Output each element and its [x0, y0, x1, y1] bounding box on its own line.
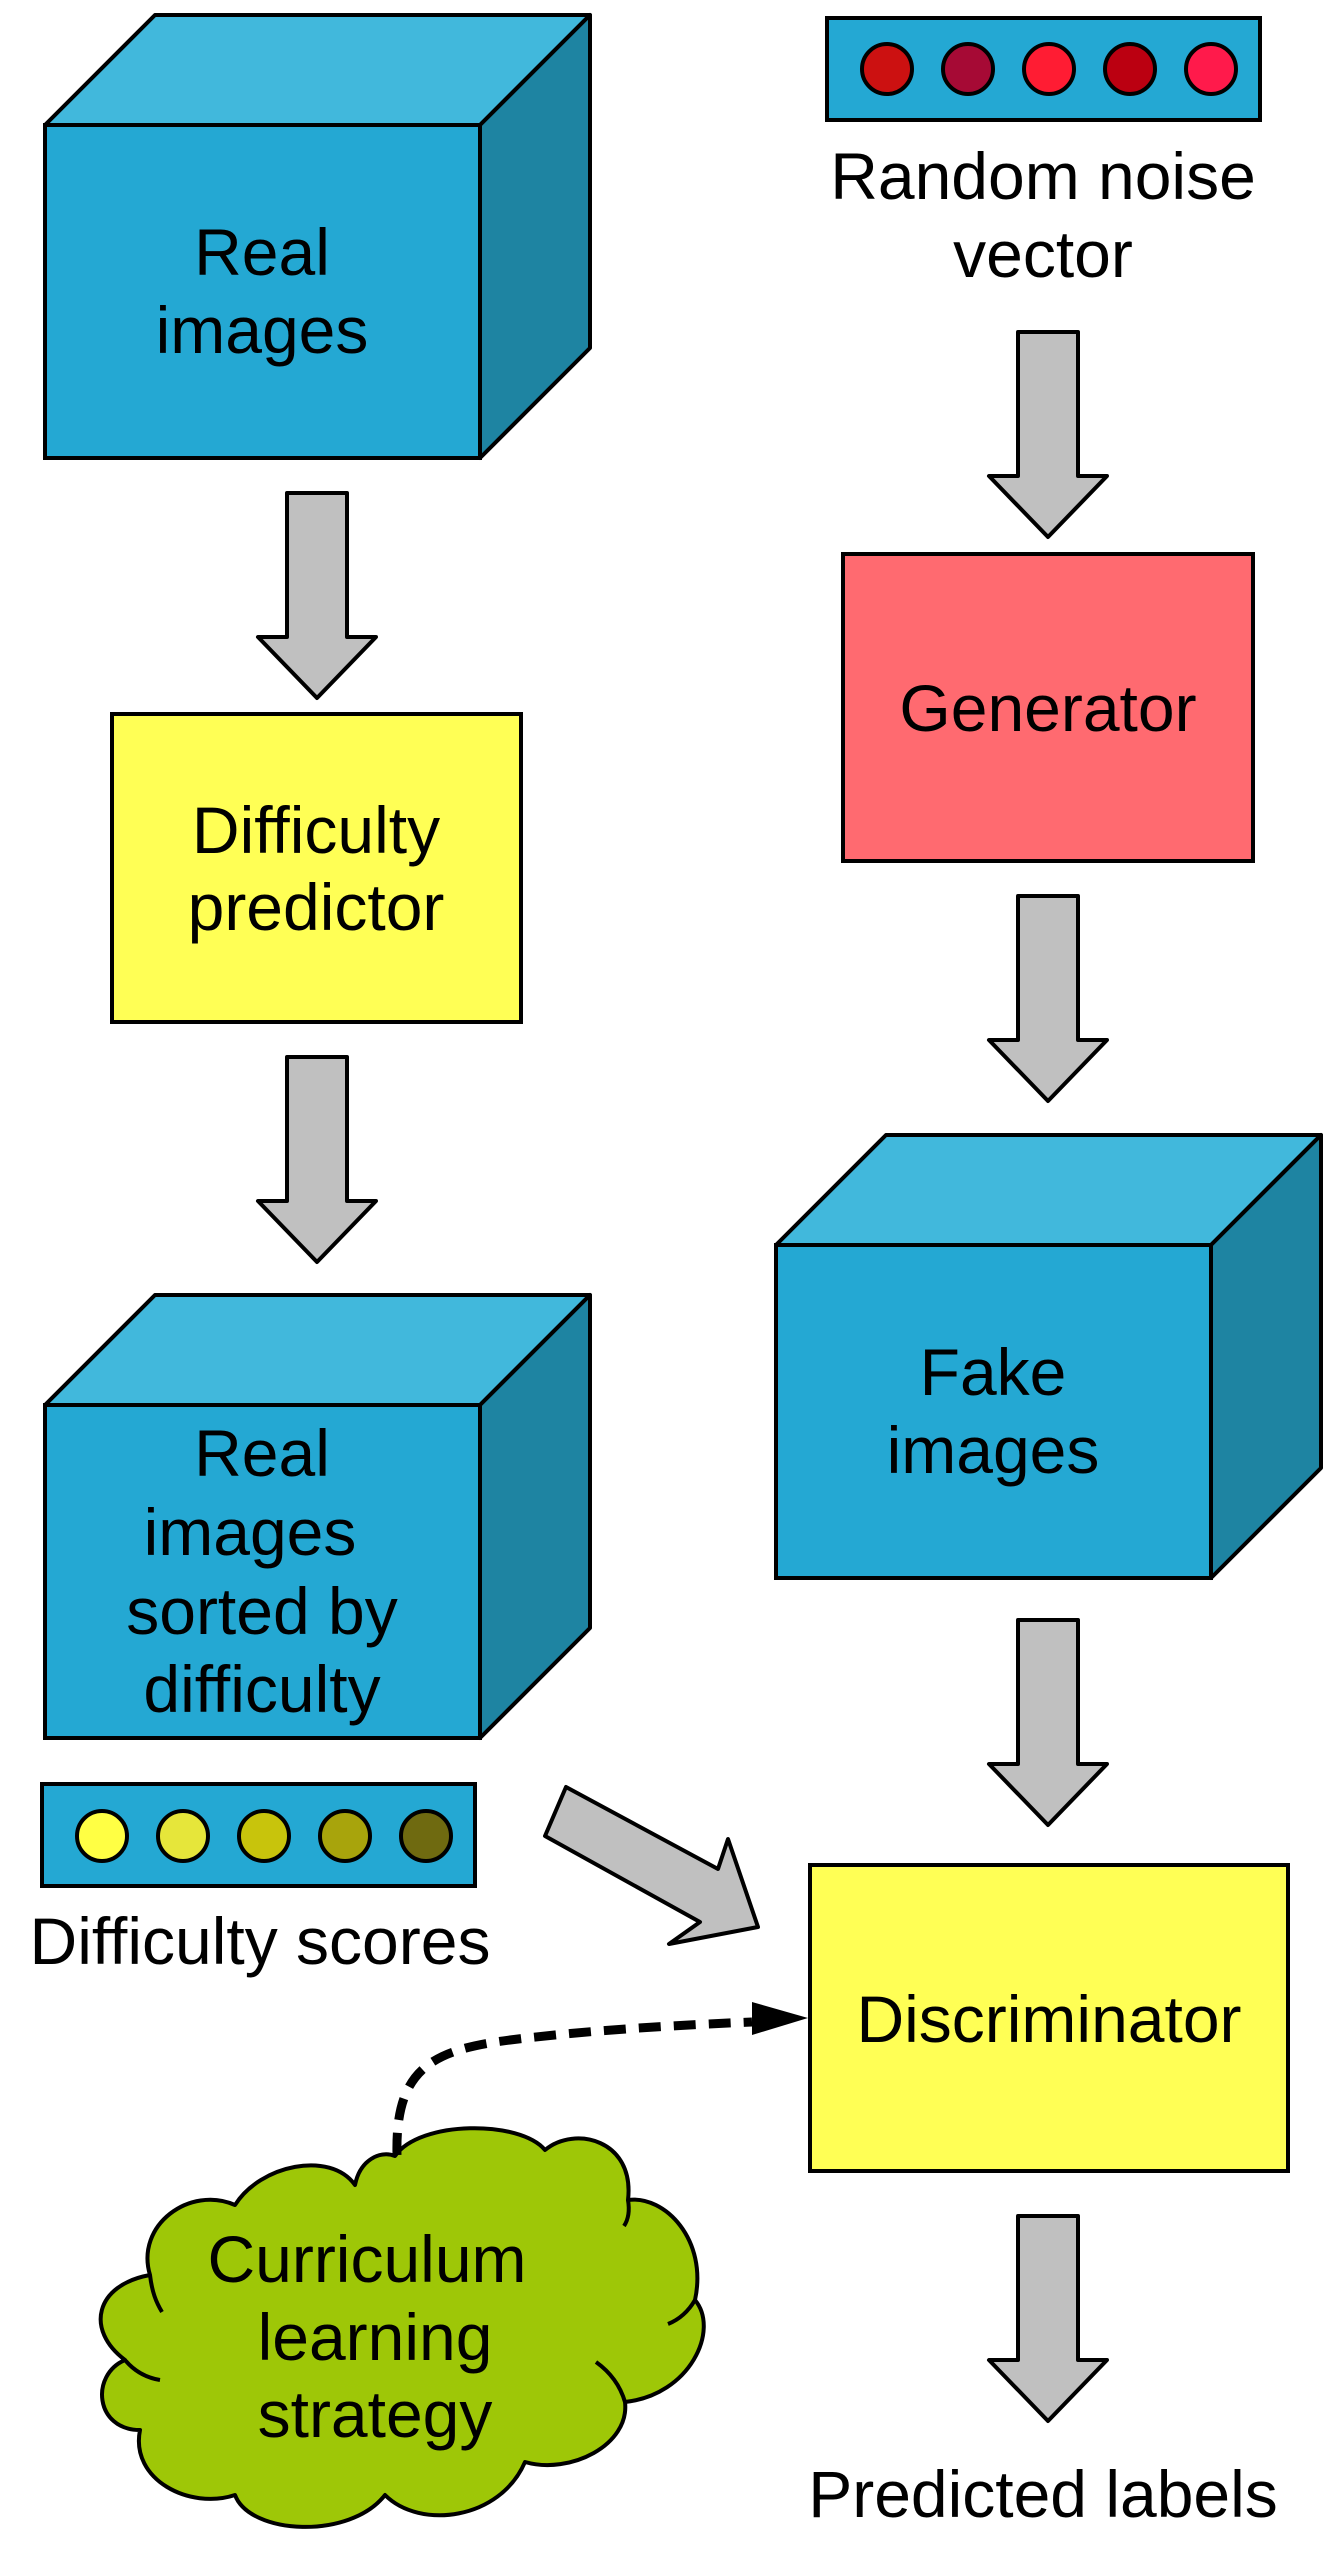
score-dot: [75, 1809, 129, 1863]
cloud-inner-fold: [123, 2358, 161, 2382]
sorted-images-label-1: Real: [194, 1416, 330, 1490]
noise-dot: [1022, 42, 1076, 96]
noise-dot: [860, 42, 914, 96]
difficulty-scores-label: Difficulty scores: [30, 1904, 491, 1978]
arrow-fake-to-discriminator: [987, 1618, 1109, 1827]
noise-vector-label-1: Random noise: [830, 139, 1256, 213]
noise-dot: [1184, 42, 1238, 96]
dashed-arrow-curriculum-to-discriminator: [392, 2017, 753, 2156]
cloud-inner-fold: [667, 2298, 697, 2326]
fake-images-label-2: images: [887, 1413, 1100, 1487]
real-images-cube: Real images: [43, 13, 592, 460]
difficulty-predictor-box: Difficulty predictor: [110, 712, 523, 1024]
predicted-labels-label: Predicted labels: [808, 2457, 1278, 2531]
curriculum-label-1: Curriculum: [207, 2222, 526, 2296]
difficulty-predictor-label-2: predictor: [188, 870, 445, 944]
difficulty-scores-vector: Difficulty scores: [30, 1782, 491, 1978]
arrow-noise-to-generator: [987, 330, 1109, 539]
arrow-real-to-predictor: [256, 491, 378, 700]
curriculum-label-2: learning: [258, 2300, 493, 2374]
sorted-images-label-2: images: [144, 1495, 357, 1569]
generator-box: Generator: [841, 552, 1255, 863]
cube-front-face: [774, 1243, 1213, 1580]
cloud-inner-fold: [594, 2360, 627, 2403]
curriculum-strategy-cloud: Curriculum learning strategy: [98, 2126, 706, 2529]
sorted-images-cube: Real images sorted by difficulty: [43, 1293, 592, 1740]
cloud-inner-fold: [622, 2199, 631, 2228]
discriminator-box: Discriminator: [808, 1863, 1290, 2173]
score-dot: [318, 1809, 372, 1863]
arrow-generator-to-fake: [987, 894, 1109, 1103]
dashed-arrow-head: [752, 2002, 808, 2035]
score-dot: [156, 1809, 210, 1863]
fake-images-cube: Fake images: [774, 1133, 1323, 1580]
real-images-label-1: Real: [194, 215, 330, 289]
arrow-discriminator-to-labels: [987, 2214, 1109, 2423]
difficulty-predictor-label-1: Difficulty: [192, 793, 440, 867]
curriculum-label-3: strategy: [258, 2377, 493, 2451]
sorted-images-label-3: sorted by: [126, 1574, 397, 1648]
noise-vector-label-2: vector: [953, 217, 1133, 291]
random-noise-vector: Random noise vector: [825, 16, 1262, 291]
noise-dot: [941, 42, 995, 96]
score-dot: [399, 1809, 453, 1863]
discriminator-label: Discriminator: [856, 1982, 1241, 2056]
cube-front-face: [43, 123, 482, 460]
generator-label: Generator: [899, 671, 1196, 745]
noise-dot: [1103, 42, 1157, 96]
score-dot: [237, 1809, 291, 1863]
sorted-images-label-4: difficulty: [143, 1652, 380, 1726]
cloud-inner-fold: [148, 2274, 164, 2314]
arrow-sorted-to-discriminator: [543, 1785, 760, 1946]
cube-front-face: [43, 1403, 482, 1740]
arrow-predictor-to-sorted: [256, 1055, 378, 1264]
real-images-label-2: images: [156, 293, 369, 367]
fake-images-label-1: Fake: [920, 1335, 1067, 1409]
